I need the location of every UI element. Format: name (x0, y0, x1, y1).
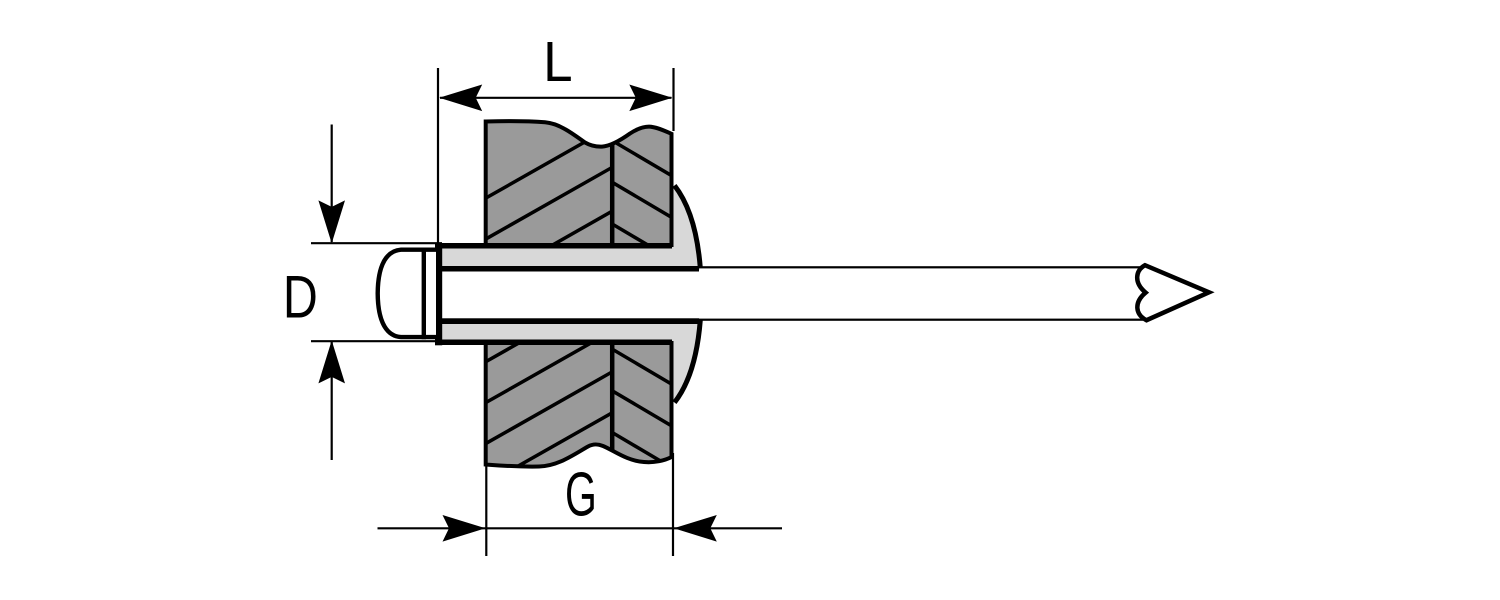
svg-text:L: L (543, 29, 572, 93)
svg-text:D: D (283, 262, 318, 330)
svg-text:G: G (565, 460, 597, 530)
